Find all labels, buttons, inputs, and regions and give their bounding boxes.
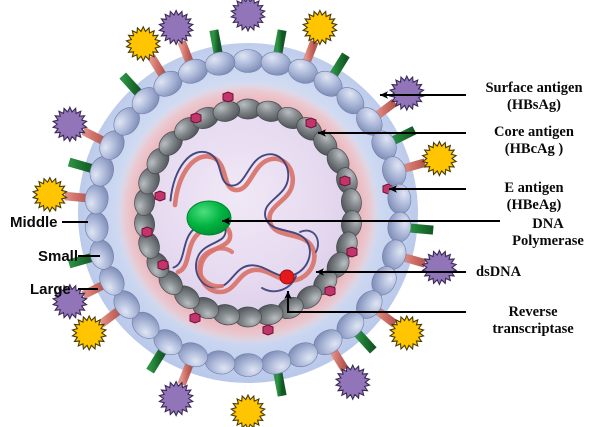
leader-reverse-transcriptase [284,291,466,314]
envelope-bead-ring [84,49,412,377]
surface-antigen-green-spike [353,328,377,354]
surface-antigen-middle-head [71,314,108,352]
surface-antigen-green-spike [67,157,95,174]
envelope-bead [232,49,264,73]
label-surface-antigen: Surface antigen (HBsAg) [472,80,596,114]
surface-antigen-large-head [158,380,195,417]
leader-lines [62,91,500,314]
label-surface-antigen-line2: (HBsAg) [507,97,561,113]
surface-antigen-spikes [31,0,458,427]
surface-antigen-stalk [147,54,168,80]
surface-antigen-middle-head [388,314,425,352]
label-dna-polymerase: DNA Polymerase [498,216,598,250]
surface-antigen-green-spike [328,52,350,79]
label-large: Large [30,281,71,298]
envelope-bead [204,51,236,76]
label-dna-polymerase-line1: DNA [532,216,564,232]
surface-antigen-green-spike [119,72,143,98]
label-dsdna-text: dsDNA [476,264,522,280]
surface-antigen-stalk [301,39,319,66]
surface-antigen-green-spike [146,347,168,374]
e-antigen-particle [141,226,153,238]
surface-antigen-large-head [334,363,371,401]
surface-antigen-stalk [81,127,107,146]
surface-antigen-stalk [400,158,427,174]
surface-antigen-large-head [388,74,425,112]
surface-antigen-stalk [400,252,427,268]
surface-antigen-large-head [51,283,88,320]
label-e-antigen: E antigen (HBeAg) [472,180,596,214]
surface-antigen-middle-head [421,140,458,177]
surface-antigen-middle-head [125,25,162,63]
label-e-antigen-line2: (HBeAg) [506,197,562,213]
label-small-text: Small [38,248,79,265]
label-dsdna: dsDNA [476,264,521,280]
surface-antigen-stalk [177,39,195,66]
label-middle-text: Middle [10,214,58,231]
e-antigen-particle [324,285,336,297]
surface-antigen-stalk [98,306,123,328]
surface-antigen-green-spike [407,223,434,235]
core-antigen-bead [212,100,241,122]
label-reverse-transcriptase-line2: transcriptase [492,321,574,337]
label-e-antigen-line1: E antigen [504,180,564,196]
surface-antigen-middle-head [301,9,338,46]
surface-antigen-green-spike [67,252,95,269]
surface-antigen-green-spike [273,29,287,56]
label-reverse-transcriptase-line1: Reverse [508,304,558,320]
surface-antigen-large-head [229,0,267,33]
core-antigen-beads [134,98,362,328]
dna-polymerase-marker [186,200,232,236]
e-antigen-particle [189,312,201,324]
surface-antigen-large-head [51,106,88,143]
label-small: Small [38,248,78,265]
label-reverse-transcriptase: Reverse transcriptase [470,304,596,338]
label-core-antigen-line1: Core antigen [494,124,574,140]
e-antigen-particle [346,246,358,258]
reverse-transcriptase-marker [279,269,295,285]
label-middle: Middle [10,214,58,231]
surface-antigen-large-head [421,249,458,286]
surface-antigen-green-spike [390,126,417,146]
label-surface-antigen-line1: Surface antigen [485,80,583,96]
label-core-antigen: Core antigen (HBcAg ) [472,124,596,158]
label-large-text: Large [30,281,71,298]
surface-antigen-middle-head [229,393,267,427]
surface-antigen-middle-head [31,176,68,213]
surface-antigen-green-spike [209,29,223,56]
dsdna-genome [169,151,319,295]
e-antigen-particle [157,259,169,271]
surface-antigen-stalk [177,360,195,387]
e-antigen-particle [262,324,274,336]
surface-antigen-large-head [158,9,195,46]
e-antigen-particle [190,112,202,124]
label-dna-polymerase-line2: Polymerase [512,233,584,249]
surface-antigen-stalk [328,346,349,372]
envelope-bead [232,353,264,377]
surface-antigen-green-spike [273,370,287,397]
e-antigen-particle [305,117,317,129]
e-antigen-particle [222,91,234,103]
surface-antigen-stalk [64,191,90,203]
e-antigen-particle [154,190,166,202]
label-core-antigen-line2: (HBcAg ) [504,141,564,157]
surface-antigen-stalk [373,98,398,120]
e-antigen-particle [339,175,351,187]
